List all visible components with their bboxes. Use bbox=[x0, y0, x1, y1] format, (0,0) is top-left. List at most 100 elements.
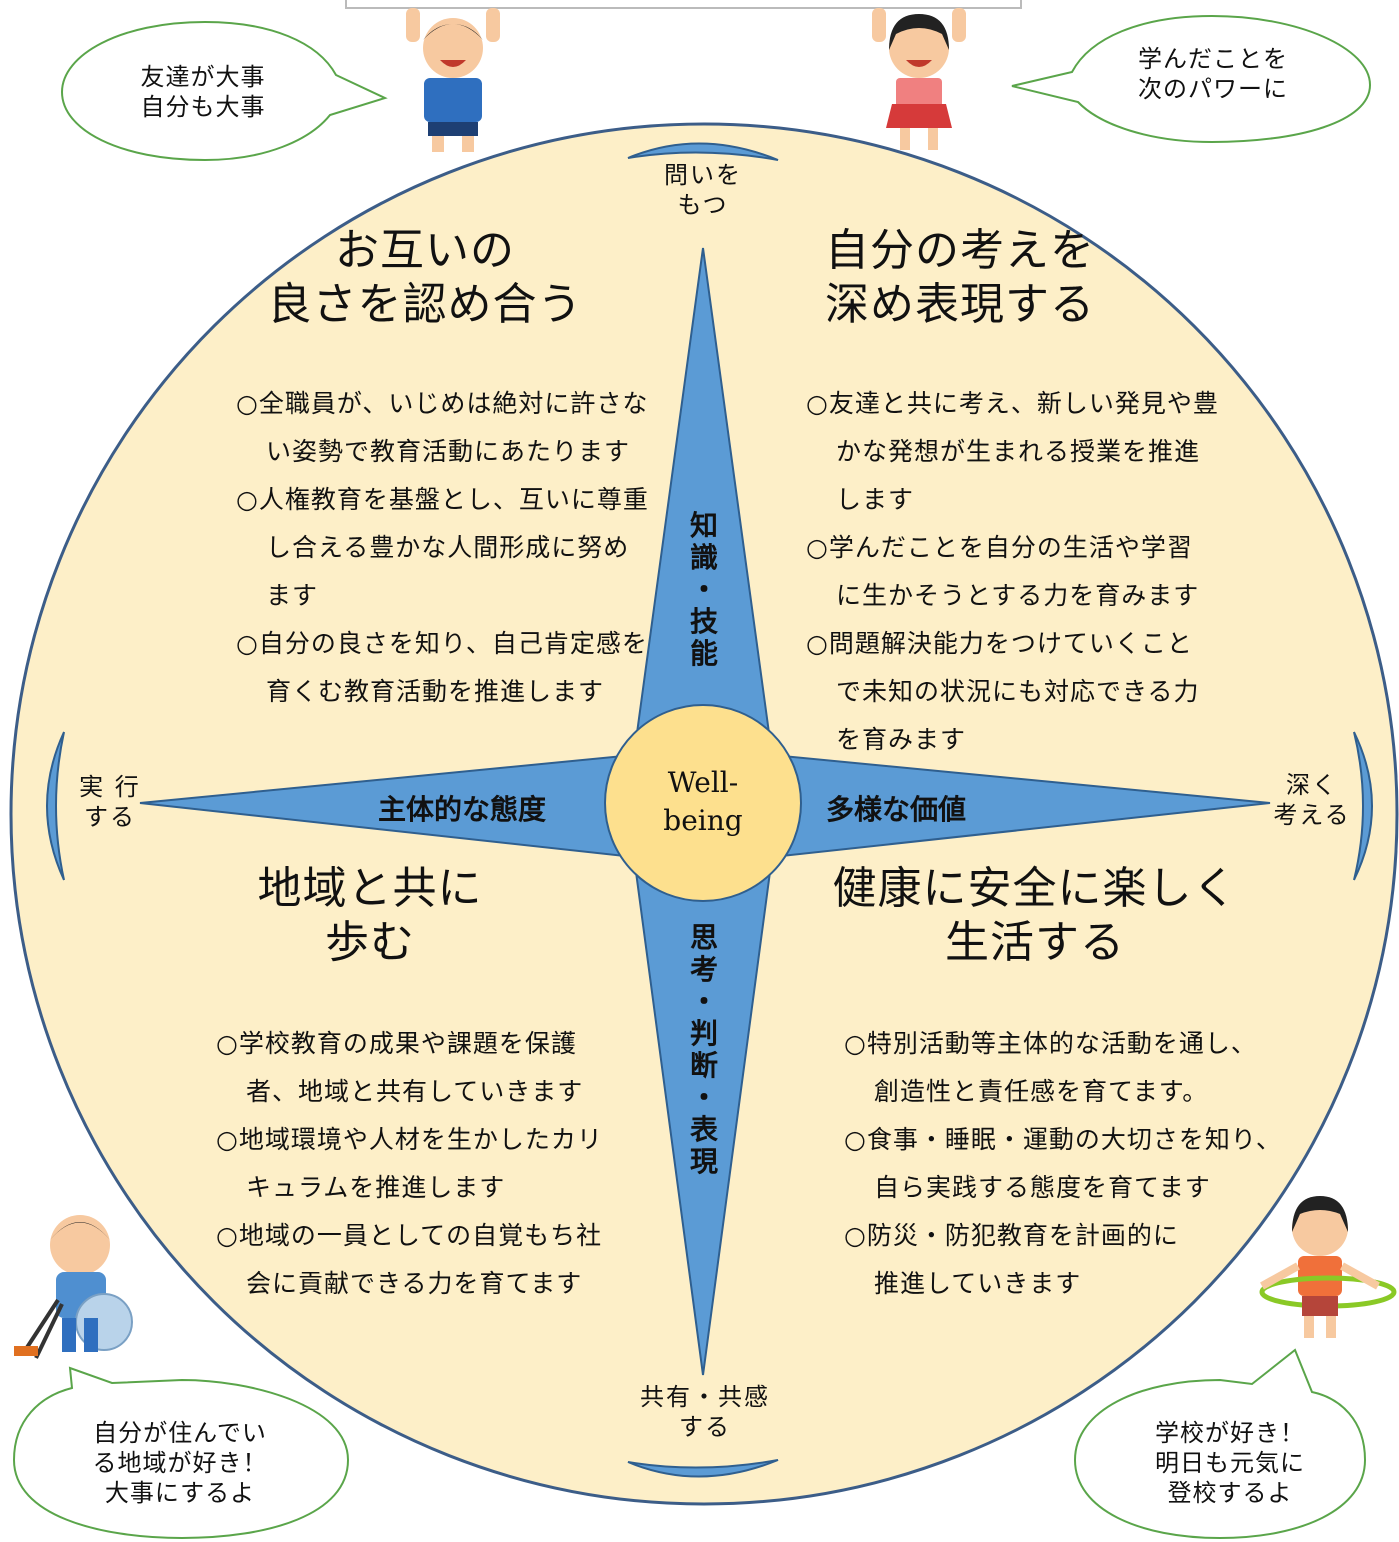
list-item: ○学んだことを自分の生活や学習に生かそうとする力を育みます bbox=[806, 524, 1236, 620]
center-line: Well- bbox=[667, 766, 739, 799]
item-line: ○自分の良さを知り、自己肯定感を bbox=[236, 629, 648, 658]
list-item: ○自分の良さを知り、自己肯定感を育くむ教育活動を推進します bbox=[236, 620, 666, 716]
bubble-line: 大事にするよ bbox=[104, 1479, 256, 1507]
axis-char: 現 bbox=[689, 1145, 718, 1178]
item-line: ○食事・睡眠・運動の大切さを知り、 bbox=[844, 1125, 1282, 1154]
title-line: お互いの bbox=[335, 225, 515, 276]
bubble-top-left: 友達が大事 自分も大事 bbox=[118, 62, 288, 122]
boy-litter-pickup-illustration bbox=[14, 1215, 133, 1359]
axis-char: 考 bbox=[689, 953, 718, 986]
axis-char: 能 bbox=[689, 637, 718, 670]
bubble-line: 自分が住んでい bbox=[93, 1419, 267, 1447]
axis-left-label: 主体的な態度 bbox=[378, 793, 547, 826]
item-line: ○防災・防犯教育を計画的に bbox=[844, 1221, 1179, 1250]
list-item: ○友達と共に考え、新しい発見や豊かな発想が生まれる授業を推進します bbox=[806, 380, 1236, 524]
title-line: 生活する bbox=[945, 917, 1125, 968]
compass-left-label: 実 行 する bbox=[70, 772, 150, 832]
axis-char: 識 bbox=[689, 541, 718, 574]
title-line: 健康に安全に楽しく bbox=[832, 863, 1238, 914]
bubble-bottom-left: 自分が住んでい る地域が好き！ 大事にするよ bbox=[70, 1418, 290, 1508]
axis-char: ・ bbox=[689, 985, 718, 1018]
list-item: ○食事・睡眠・運動の大切さを知り、自ら実践する態度を育てます bbox=[844, 1116, 1304, 1212]
arc-left bbox=[46, 731, 65, 881]
compass-right-label: 深く 考える bbox=[1262, 770, 1362, 830]
items-top-left: ○全職員が、いじめは絶対に許さない姿勢で教育活動にあたります ○人権教育を基盤と… bbox=[236, 380, 666, 716]
item-line: ○地域の一員としての自覚もち社 bbox=[216, 1221, 603, 1250]
bubble-bottom-right-shape bbox=[1073, 1348, 1367, 1540]
girl-hula-hoop-illustration bbox=[1259, 1196, 1397, 1338]
compass-line: する bbox=[679, 1413, 731, 1441]
title-line: 深め表現する bbox=[825, 279, 1095, 330]
arc-top bbox=[627, 142, 779, 161]
bubble-top-left-shape bbox=[60, 20, 388, 162]
bubble-line: 学んだことを bbox=[1138, 45, 1288, 73]
item-line: 育くむ教育活動を推進します bbox=[266, 677, 605, 706]
title-top-right: 自分の考えを 深め表現する bbox=[740, 224, 1180, 332]
item-line: ○地域環境や人材を生かしたカリ bbox=[216, 1125, 603, 1154]
item-line: 者、地域と共有していきます bbox=[246, 1077, 584, 1106]
bubble-line: 明日も元気に bbox=[1155, 1449, 1305, 1477]
compass-line: 深く bbox=[1286, 771, 1338, 799]
item-line: 自ら実践する態度を育てます bbox=[874, 1173, 1211, 1202]
title-line: 自分の考えを bbox=[825, 225, 1095, 276]
boy-arms-up-illustration bbox=[406, 8, 500, 152]
title-top-left: お互いの 良さを認め合う bbox=[200, 224, 650, 332]
axis-char: 知 bbox=[689, 509, 718, 542]
item-line: 創造性と責任感を育てます。 bbox=[874, 1077, 1209, 1106]
compass-line: 考える bbox=[1273, 801, 1351, 829]
top-box-edge bbox=[345, 0, 1022, 9]
axis-char: 思 bbox=[689, 921, 718, 954]
compass-line: 問いを bbox=[664, 161, 742, 189]
item-line: 推進していきます bbox=[874, 1269, 1082, 1298]
item-line: ○学校教育の成果や課題を保護 bbox=[216, 1029, 577, 1058]
title-bottom-left: 地域と共に 歩む bbox=[180, 862, 560, 970]
item-line: を育みます bbox=[836, 725, 967, 754]
compass-bottom-label: 共有・共感 する bbox=[620, 1382, 790, 1442]
bubble-line: 学校が好き！ bbox=[1155, 1419, 1305, 1447]
item-line: で未知の状況にも対応できる力 bbox=[836, 677, 1200, 706]
item-line: ○全職員が、いじめは絶対に許さな bbox=[236, 389, 649, 418]
bubble-line: る地域が好き！ bbox=[92, 1449, 268, 1477]
axis-bottom-label: 思 考 ・ 判 断 ・ 表 現 bbox=[684, 922, 724, 1178]
list-item: ○防災・防犯教育を計画的に推進していきます bbox=[844, 1212, 1304, 1308]
item-line: し合える豊かな人間形成に努め bbox=[266, 533, 630, 562]
item-line: い姿勢で教育活動にあたります bbox=[266, 437, 631, 466]
list-item: ○全職員が、いじめは絶対に許さない姿勢で教育活動にあたります bbox=[236, 380, 666, 476]
item-line: 会に貢献できる力を育てます bbox=[246, 1269, 583, 1298]
item-line: ○特別活動等主体的な活動を通し、 bbox=[844, 1029, 1257, 1058]
bubble-bottom-right: 学校が好き！ 明日も元気に 登校するよ bbox=[1130, 1418, 1330, 1508]
axis-char: 技 bbox=[689, 605, 718, 638]
bubble-line: 登校するよ bbox=[1167, 1479, 1293, 1507]
axis-char: 断 bbox=[689, 1049, 718, 1082]
item-line: キュラムを推進します bbox=[246, 1173, 506, 1202]
bubble-line: 次のパワーに bbox=[1138, 75, 1288, 103]
compass-line: 実 行 bbox=[79, 773, 141, 801]
axis-char: ・ bbox=[689, 1081, 718, 1114]
item-line: ○友達と共に考え、新しい発見や豊 bbox=[806, 389, 1219, 418]
list-item: ○人権教育を基盤とし、互いに尊重し合える豊かな人間形成に努めます bbox=[236, 476, 666, 620]
title-line: 歩む bbox=[325, 917, 415, 968]
item-line: ○人権教育を基盤とし、互いに尊重 bbox=[236, 485, 649, 514]
bubble-line: 友達が大事 bbox=[140, 63, 266, 91]
title-bottom-right: 健康に安全に楽しく 生活する bbox=[780, 862, 1290, 970]
compass-line: する bbox=[84, 803, 136, 831]
item-line: ○学んだことを自分の生活や学習 bbox=[806, 533, 1193, 562]
items-bottom-left: ○学校教育の成果や課題を保護者、地域と共有していきます ○地域環境や人材を生かし… bbox=[216, 1020, 646, 1308]
axis-top-label: 知 識 ・ 技 能 bbox=[684, 510, 724, 670]
arc-bottom bbox=[627, 1459, 779, 1478]
wellbeing-label: Well- being bbox=[623, 764, 783, 840]
list-item: ○地域環境や人材を生かしたカリキュラムを推進します bbox=[216, 1116, 646, 1212]
compass-top-label: 問いを もつ bbox=[648, 160, 758, 220]
item-line: に生かそうとする力を育みます bbox=[836, 581, 1200, 610]
axis-char: 判 bbox=[689, 1017, 718, 1050]
bubble-top-right: 学んだことを 次のパワーに bbox=[1118, 44, 1308, 104]
bubble-top-right-shape bbox=[1011, 14, 1372, 144]
axis-char: ・ bbox=[689, 573, 718, 606]
center-circle bbox=[604, 704, 802, 902]
item-line: します bbox=[836, 485, 915, 514]
item-line: ○問題解決能力をつけていくこと bbox=[806, 629, 1193, 658]
axis-char: 表 bbox=[689, 1113, 718, 1146]
arc-right bbox=[1353, 731, 1373, 881]
girl-arms-up-illustration bbox=[872, 8, 966, 150]
